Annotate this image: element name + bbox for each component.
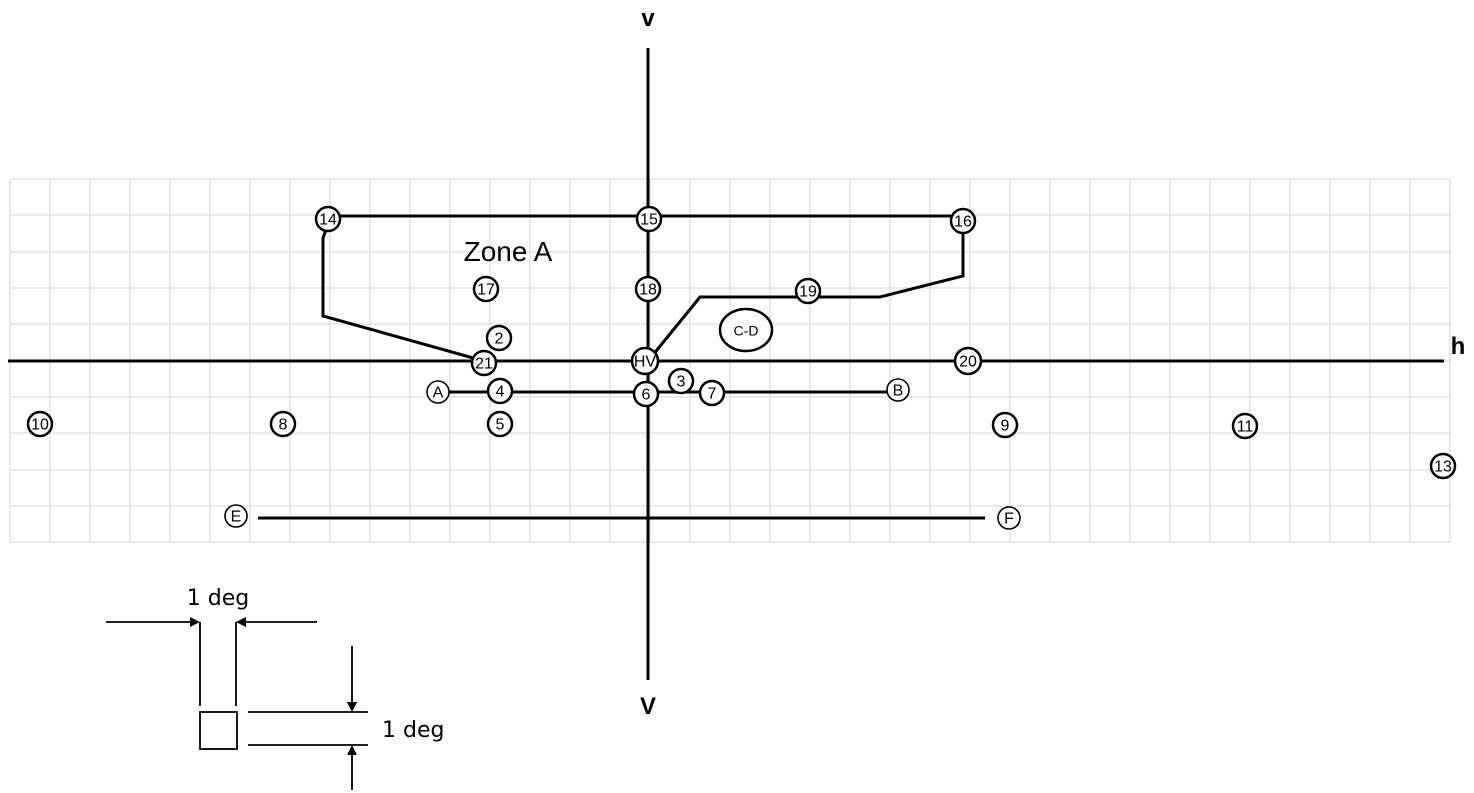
test-point-label: 5 — [496, 417, 505, 434]
test-point-label: B — [893, 383, 904, 400]
scale-legend: 1 deg 1 deg — [106, 586, 444, 790]
test-point-6: 6 — [632, 380, 660, 408]
test-point-circle — [949, 207, 977, 235]
test-point-circle — [486, 377, 514, 405]
test-point-circle — [991, 411, 1019, 439]
scale-horizontal-label: 1 deg — [187, 586, 249, 611]
test-point-circle — [314, 205, 342, 233]
horizontal-axis-label: h — [1451, 333, 1466, 360]
test-point-16: 16 — [949, 207, 977, 235]
vertical-axis-top-label: v — [641, 5, 655, 32]
test-point-19: 19 — [794, 277, 822, 305]
test-point-label: 4 — [496, 384, 505, 401]
test-point-circle — [1429, 452, 1457, 480]
test-point-circle — [632, 380, 660, 408]
test-point-circle — [269, 410, 297, 438]
test-point-label: 18 — [639, 282, 657, 299]
test-point-label: 10 — [31, 417, 49, 434]
test-point-15: 15 — [635, 205, 663, 233]
test-point-label: 2 — [495, 331, 504, 348]
test-point-circle — [634, 275, 662, 303]
test-point-circle — [1231, 412, 1259, 440]
test-point-circle — [886, 378, 910, 402]
test-point-circle — [630, 346, 660, 376]
test-point-label: 8 — [279, 417, 288, 434]
test-point-circle — [667, 367, 695, 395]
test-point-label: 6 — [642, 387, 651, 404]
test-point-circle — [997, 506, 1021, 530]
test-point-label: 9 — [1001, 418, 1010, 435]
scale-right-arrowhead — [236, 617, 246, 627]
test-point-label: F — [1004, 511, 1014, 528]
test-point-circle — [224, 504, 248, 528]
test-point-label: HV — [634, 354, 657, 371]
test-point-label: C-D — [734, 323, 759, 339]
test-point-2: 2 — [485, 324, 513, 352]
test-point-9: 9 — [991, 411, 1019, 439]
test-point-label: 20 — [959, 354, 977, 371]
test-point-c-d: C-D — [718, 307, 774, 353]
test-point-label: A — [433, 385, 444, 402]
scale-top-arrowhead — [347, 702, 357, 712]
test-point-13: 13 — [1429, 452, 1457, 480]
test-point-17: 17 — [472, 275, 500, 303]
test-point-label: 15 — [640, 212, 658, 229]
test-point-label: 11 — [1237, 419, 1254, 436]
test-point-circle — [698, 379, 726, 407]
test-point-label: 7 — [708, 386, 717, 403]
test-point-4: 4 — [486, 377, 514, 405]
test-point-circle — [486, 410, 514, 438]
zone-a-label: Zone A — [464, 236, 553, 267]
test-point-18: 18 — [634, 275, 662, 303]
scale-bottom-arrowhead — [347, 745, 357, 755]
test-point-circle — [718, 307, 774, 353]
test-point-circle — [953, 346, 983, 376]
test-point-5: 5 — [486, 410, 514, 438]
test-point-label: 13 — [1434, 459, 1452, 476]
vertical-axis-bottom-label: V — [640, 693, 656, 720]
test-point-label: E — [231, 509, 242, 526]
test-point-11: 11 — [1231, 412, 1259, 440]
test-point-a: A — [426, 380, 450, 404]
test-point-e: E — [224, 504, 248, 528]
zone-a-right-boundary — [646, 221, 965, 362]
test-point-20: 20 — [953, 346, 983, 376]
test-point-10: 10 — [26, 410, 54, 438]
test-point-label: 21 — [475, 356, 493, 373]
test-point-label: 3 — [677, 374, 686, 391]
test-point-circle — [485, 324, 513, 352]
test-point-8: 8 — [269, 410, 297, 438]
test-point-label: 16 — [954, 214, 972, 231]
test-point-circle — [470, 349, 498, 377]
test-point-circle — [635, 205, 663, 233]
scale-vertical-label: 1 deg — [382, 718, 444, 743]
test-point-7: 7 — [698, 379, 726, 407]
test-point-3: 3 — [667, 367, 695, 395]
scale-left-arrowhead — [190, 617, 200, 627]
zone-a-left-boundary — [321, 218, 485, 363]
test-point-label: 14 — [319, 212, 337, 229]
scale-unit-square — [199, 711, 238, 750]
test-point-label: 17 — [477, 282, 495, 299]
test-point-21: 21 — [470, 349, 498, 377]
test-point-f: F — [997, 506, 1021, 530]
test-point-circle — [472, 275, 500, 303]
test-point-circle — [426, 380, 450, 404]
test-points: 14 15 16 17 18 19C-D 221 HV 20A 4 6 3 7 B 10 8 5 9 11 13E F — [26, 205, 1457, 530]
test-point-14: 14 — [314, 205, 342, 233]
test-point-circle — [26, 410, 54, 438]
test-point-b: B — [886, 378, 910, 402]
test-point-circle — [794, 277, 822, 305]
test-point-hv: HV — [630, 346, 660, 376]
test-point-label: 19 — [799, 284, 817, 301]
